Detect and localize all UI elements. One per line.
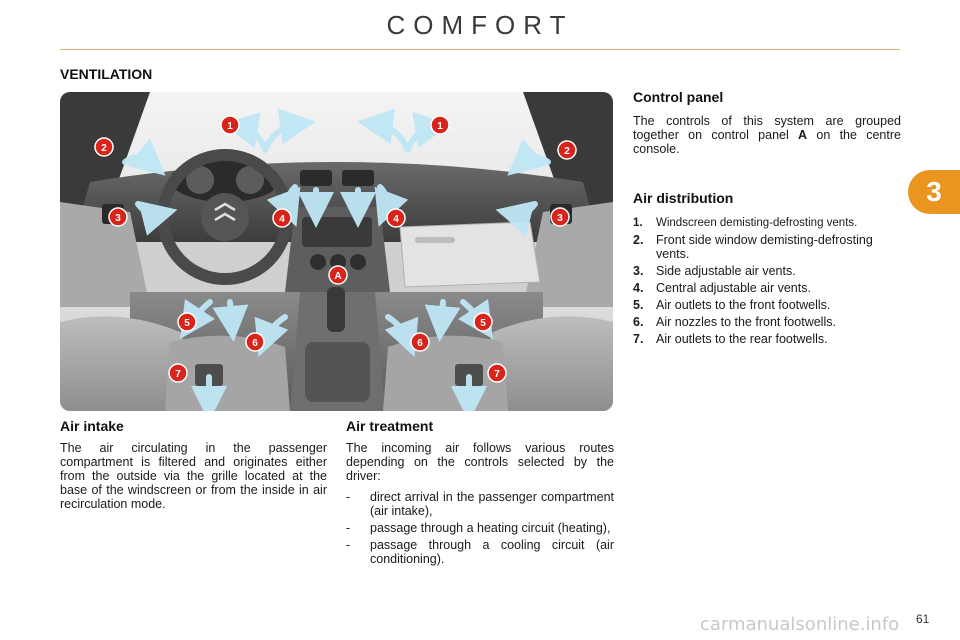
svg-text:5: 5 <box>480 318 486 329</box>
air-intake-title: Air intake <box>60 418 124 434</box>
svg-text:1: 1 <box>437 121 443 132</box>
list-item: 5.Air outlets to the front footwells. <box>633 298 831 312</box>
ventilation-illustration: 1 1 2 2 3 3 4 4 A 5 5 6 6 7 7 <box>60 92 613 411</box>
list-item: -passage through a cooling circuit (air … <box>346 538 614 566</box>
marker-4-right: 4 <box>386 208 406 228</box>
control-panel-letter: A <box>798 128 808 142</box>
marker-2-right: 2 <box>557 140 577 160</box>
svg-text:7: 7 <box>175 369 181 380</box>
marker-5-right: 5 <box>473 312 493 332</box>
air-treatment-intro: The incoming air follows various routes … <box>346 441 614 483</box>
marker-1-right: 1 <box>430 115 450 135</box>
svg-text:7: 7 <box>494 369 500 380</box>
list-item: -passage through a heating circuit (heat… <box>346 521 611 535</box>
svg-text:6: 6 <box>252 338 258 349</box>
marker-4-left: 4 <box>272 208 292 228</box>
marker-3-left: 3 <box>108 207 128 227</box>
marker-7-left: 7 <box>168 363 188 383</box>
svg-text:3: 3 <box>557 213 563 224</box>
marker-6-left: 6 <box>245 332 265 352</box>
section-title: VENTILATION <box>60 66 153 82</box>
marker-3-right: 3 <box>550 207 570 227</box>
svg-text:2: 2 <box>101 143 107 154</box>
list-item: 6.Air nozzles to the front footwells. <box>633 315 836 329</box>
control-panel-body: The controls of this system are grouped … <box>633 114 901 156</box>
svg-text:1: 1 <box>227 121 233 132</box>
svg-text:A: A <box>334 271 341 282</box>
svg-text:4: 4 <box>279 214 285 225</box>
marker-7-right: 7 <box>487 363 507 383</box>
chapter-tab: 3 <box>908 170 960 214</box>
air-treatment-title: Air treatment <box>346 418 434 434</box>
list-item: 3.Side adjustable air vents. <box>633 264 796 278</box>
page-header-title: COMFORT <box>386 10 574 40</box>
list-item: 2.Front side window demisting-defrosting… <box>633 233 873 261</box>
list-item: -direct arrival in the passenger compart… <box>346 490 614 518</box>
header-rule <box>60 49 900 50</box>
air-treatment-list: -direct arrival in the passenger compart… <box>346 490 614 569</box>
svg-text:6: 6 <box>417 338 423 349</box>
marker-a: A <box>328 265 348 285</box>
svg-text:2: 2 <box>564 146 570 157</box>
svg-text:3: 3 <box>115 213 121 224</box>
watermark: carmanualsonline.info <box>700 614 900 635</box>
svg-text:4: 4 <box>393 214 399 225</box>
marker-2-left: 2 <box>94 137 114 157</box>
air-intake-body: The air circulating in the passenger com… <box>60 441 327 511</box>
page-number: 61 <box>916 612 930 626</box>
marker-6-right: 6 <box>410 332 430 352</box>
list-item: 4.Central adjustable air vents. <box>633 281 811 295</box>
svg-text:5: 5 <box>184 318 190 329</box>
list-item: 1.Windscreen demisting-defrosting vents. <box>633 217 858 229</box>
air-distribution-title: Air distribution <box>633 190 734 206</box>
air-distribution-list: 1.Windscreen demisting-defrosting vents.… <box>633 216 903 349</box>
list-item: 7.Air outlets to the rear footwells. <box>633 332 828 346</box>
marker-1-left: 1 <box>220 115 240 135</box>
marker-5-left: 5 <box>177 312 197 332</box>
control-panel-title: Control panel <box>633 89 724 105</box>
